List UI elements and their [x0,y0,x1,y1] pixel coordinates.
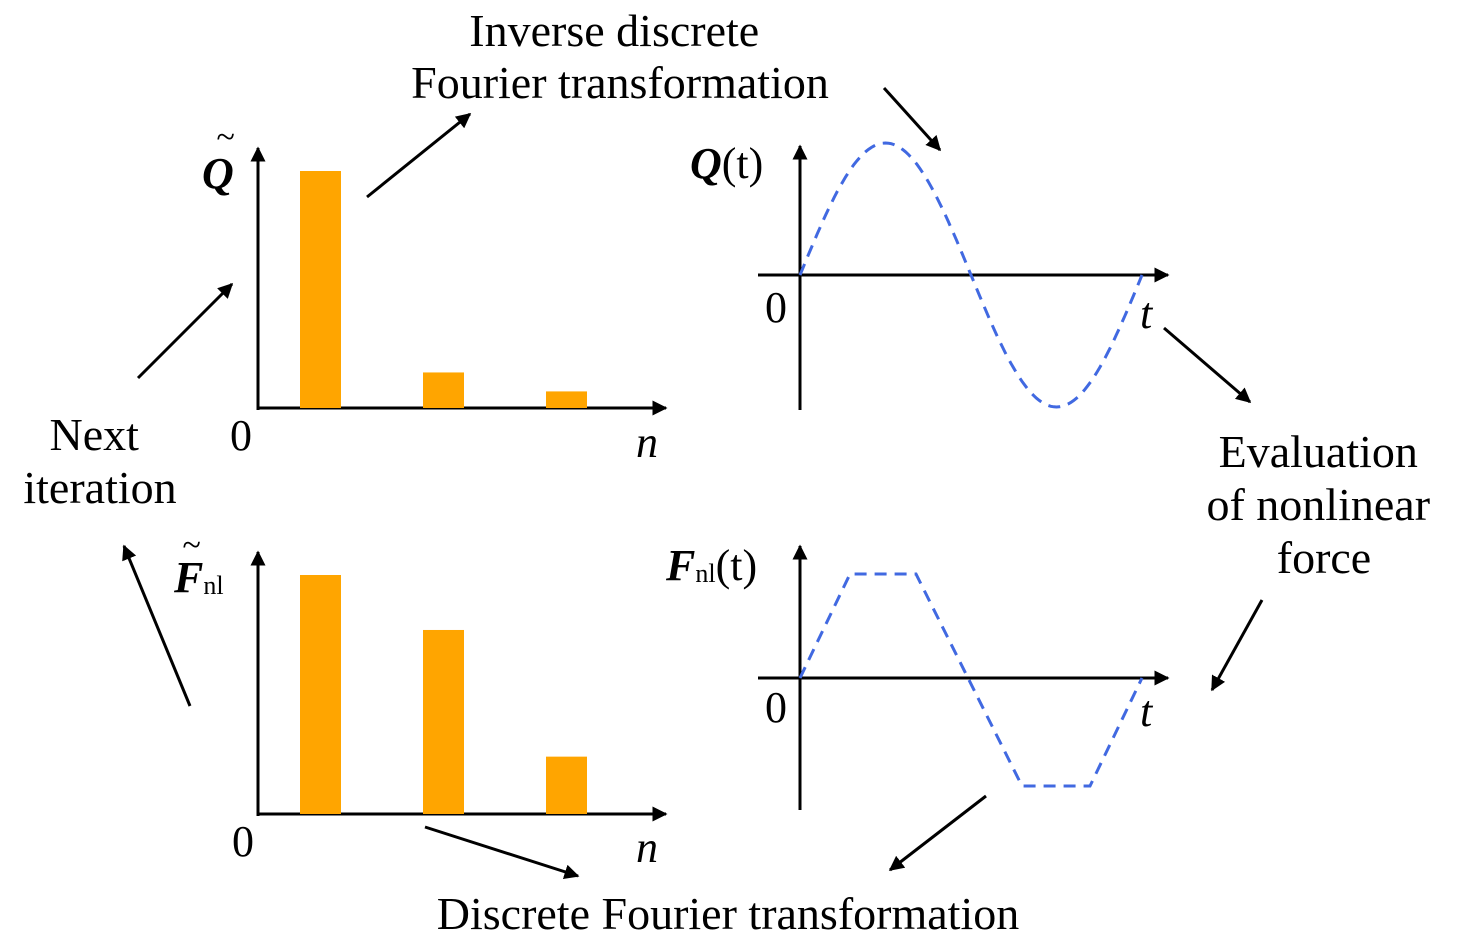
q-time-panel: 0 t Q(t) [690,139,1170,410]
q-time-x-label: t [1140,289,1154,338]
idft-label-line-1: Inverse discrete [469,5,759,56]
nonlinear-label-line-3: force [1277,532,1371,583]
f-spectrum-bars [300,575,587,814]
f-spectrum-y-label: Fnl [173,553,224,602]
q-spectrum-bar-1 [300,171,341,408]
arrow-from-nonlinear [1210,599,1264,692]
f-spectrum-bar-3 [546,756,587,814]
q-spectrum-origin: 0 [230,411,252,460]
q-time-y-arg: (t) [722,139,764,188]
q-time-y-label: Q(t) [690,139,763,188]
f-time-y-label: Fnl(t) [665,541,757,590]
f-time-y-symbol: F [665,541,695,590]
f-time-panel: 0 t Fnl(t) [665,541,1170,810]
f-spectrum-y-symbol: F [173,553,203,602]
next-label-line-1: Next [50,409,140,460]
arrow-to-next-iteration [122,544,192,707]
f-spectrum-origin: 0 [232,817,254,866]
arrow-from-idft [882,86,942,152]
f-time-origin: 0 [765,683,787,732]
f-time-x-label: t [1140,687,1154,736]
q-spectrum-bar-2 [423,372,464,408]
q-spectrum-x-label: n [636,418,658,467]
q-spectrum-bar-3 [546,391,587,408]
q-time-origin: 0 [765,283,787,332]
arrow-to-idft [366,112,472,199]
next-label-line-2: iteration [23,462,176,513]
nonlinear-label-line-1: Evaluation [1219,426,1418,477]
idft-label-line-2: Fourier transformation [411,57,829,108]
f-time-y-sub: nl [695,559,715,588]
next-iteration-label: Next iteration [23,409,176,513]
f-time-y-arg: (t) [716,541,758,590]
f-spectrum-y-tilde: ~ [182,527,200,564]
dft-label: Discrete Fourier transformation [437,888,1019,939]
f-spectrum-x-label: n [636,823,658,872]
q-spectrum-y-symbol: Q [202,149,234,198]
arrow-from-next-iteration [136,282,234,380]
q-spectrum-y-tilde: ~ [216,119,234,156]
q-spectrum-bars [300,171,587,408]
arrow-to-nonlinear [1163,326,1252,404]
f-spectrum-bar-1 [300,575,341,814]
f-spectrum-y-sub: nl [203,571,223,600]
f-spectrum-bar-2 [423,629,464,814]
arrow-from-dft [424,825,580,880]
q-time-curve [798,141,1144,409]
q-spectrum-panel: 0 n Q ~ [202,119,668,467]
q-time-y-symbol: Q [690,139,722,188]
arrow-to-dft [888,794,987,872]
f-time-curve [798,572,1144,788]
nonlinear-force-label: Evaluation of nonlinear force [1206,426,1441,583]
nonlinear-label-line-2: of nonlinear [1206,479,1430,530]
idft-label: Inverse discrete Fourier transformation [411,5,829,108]
f-spectrum-panel: 0 n Fnl ~ [173,527,668,872]
